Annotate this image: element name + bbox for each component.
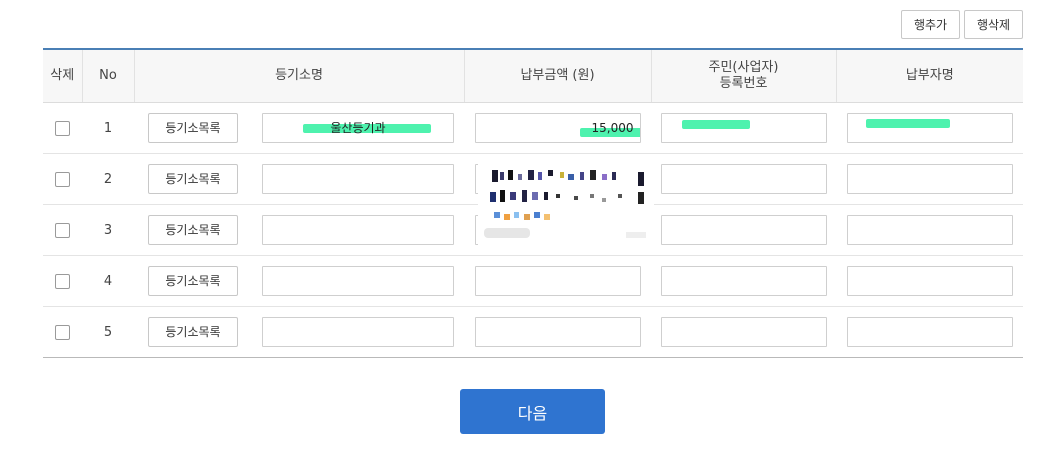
office-name-input[interactable]	[262, 163, 454, 194]
header-no: No	[82, 50, 135, 103]
row-actions: 행추가 행삭제	[901, 10, 1023, 39]
delete-row-button[interactable]: 행삭제	[964, 10, 1023, 39]
registration-number-input[interactable]	[660, 316, 827, 347]
table-header-row: 삭제 No 등기소명 납부금액 (원) 주민(사업자) 등록번호 납부자명	[43, 50, 1023, 103]
office-list-button[interactable]: 등기소목록	[148, 163, 238, 194]
redaction-mark	[579, 127, 640, 137]
payer-name-input[interactable]	[846, 214, 1013, 245]
row-number: 2	[103, 171, 113, 187]
table-row: 2 등기소목록	[43, 153, 1023, 205]
header-payer-name: 납부자명	[836, 50, 1023, 103]
amount-input[interactable]	[474, 316, 641, 347]
table-row: 5 등기소목록	[43, 306, 1023, 357]
amount-input[interactable]	[474, 163, 641, 194]
row-delete-checkbox[interactable]	[55, 222, 70, 238]
table-row: 4 등기소목록	[43, 255, 1023, 307]
office-name-input[interactable]	[262, 316, 454, 347]
amount-value: 15,000	[591, 120, 634, 135]
table-row: 1 등기소목록 울산등기과 15,000	[43, 102, 1023, 154]
registration-number-input[interactable]	[660, 265, 827, 296]
header-amount: 납부금액 (원)	[464, 50, 652, 103]
payment-table: 삭제 No 등기소명 납부금액 (원) 주민(사업자) 등록번호 납부자명 1 …	[43, 50, 1023, 357]
office-list-button[interactable]: 등기소목록	[148, 112, 238, 143]
row-number: 5	[103, 324, 113, 340]
row-number: 3	[103, 222, 113, 238]
row-delete-checkbox[interactable]	[55, 171, 70, 187]
payer-name-input[interactable]	[846, 112, 1013, 143]
amount-input[interactable]	[474, 214, 641, 245]
registration-number-input[interactable]	[660, 214, 827, 245]
office-list-button[interactable]: 등기소목록	[148, 265, 238, 296]
office-name-value: 울산등기과	[330, 121, 386, 135]
office-name-input[interactable]	[262, 265, 454, 296]
office-list-button[interactable]: 등기소목록	[148, 214, 238, 245]
payer-name-input[interactable]	[846, 316, 1013, 347]
row-delete-checkbox[interactable]	[55, 273, 70, 289]
redaction-mark	[303, 123, 431, 133]
office-name-input[interactable]: 울산등기과	[262, 112, 454, 143]
header-regno-line1: 주민(사업자)	[708, 59, 779, 75]
table-row: 3 등기소목록	[43, 204, 1023, 256]
amount-input[interactable]: 15,000	[474, 112, 641, 143]
row-delete-checkbox[interactable]	[55, 120, 70, 136]
registration-number-input[interactable]	[660, 163, 827, 194]
header-delete: 삭제	[43, 50, 83, 103]
payment-grid: 삭제 No 등기소명 납부금액 (원) 주민(사업자) 등록번호 납부자명 1 …	[43, 48, 1023, 358]
redaction-mark	[865, 118, 950, 128]
registration-number-input[interactable]	[660, 112, 827, 143]
add-row-button[interactable]: 행추가	[901, 10, 960, 39]
row-number: 4	[103, 273, 113, 289]
payer-name-input[interactable]	[846, 265, 1013, 296]
office-list-button[interactable]: 등기소목록	[148, 316, 238, 347]
next-button[interactable]: 다음	[460, 389, 605, 434]
office-name-input[interactable]	[262, 214, 454, 245]
row-delete-checkbox[interactable]	[55, 324, 70, 340]
payer-name-input[interactable]	[846, 163, 1013, 194]
header-regno-line2: 등록번호	[719, 75, 768, 91]
header-registration-number: 주민(사업자) 등록번호	[651, 50, 837, 103]
redaction-mark	[681, 119, 750, 129]
amount-input[interactable]	[474, 265, 641, 296]
header-office-name: 등기소명	[134, 50, 465, 103]
row-number: 1	[103, 120, 113, 136]
